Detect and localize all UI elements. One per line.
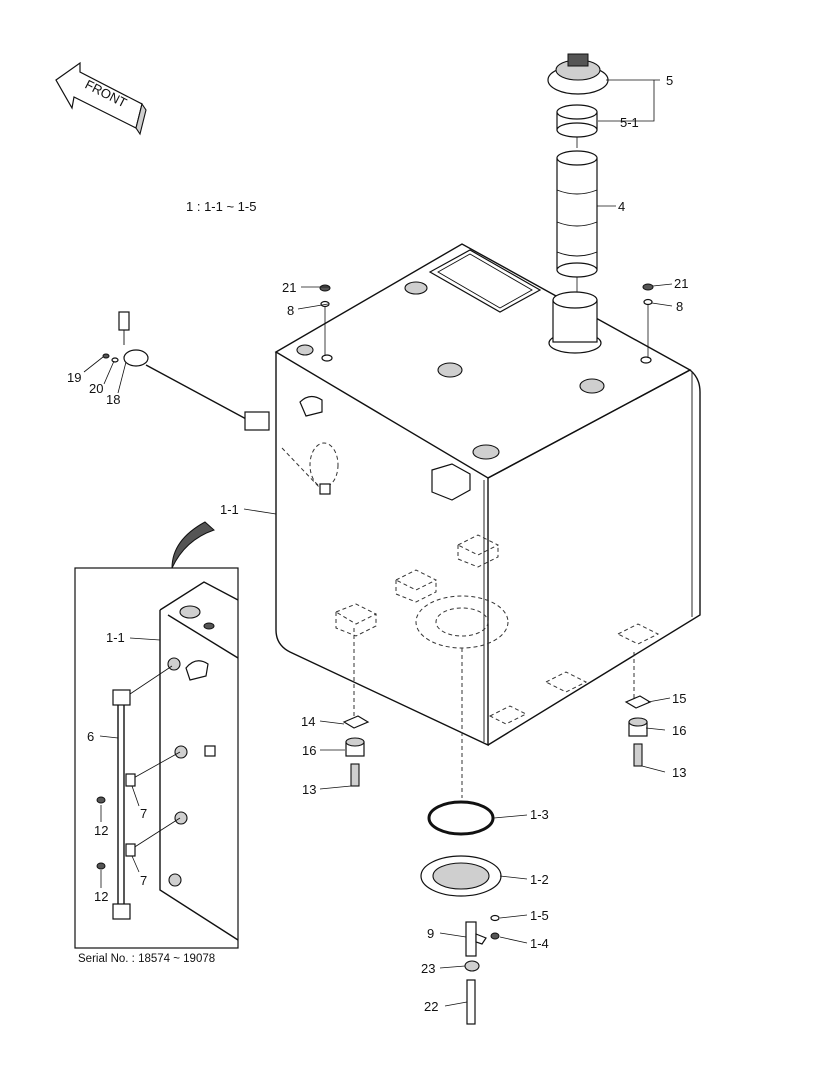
drain-hose-22	[466, 979, 476, 1025]
callout-20: 20	[89, 381, 103, 396]
mount-plate-14	[342, 715, 370, 729]
rubber-mount-16-right	[628, 717, 648, 737]
callout-1-1-inset: 1-1	[106, 630, 125, 645]
callout-12-lower: 12	[94, 889, 108, 904]
range-note: 1 : 1-1 ~ 1-5	[186, 199, 256, 214]
filler-strainer	[556, 150, 598, 278]
front-arrow-icon: FRONT	[55, 61, 147, 136]
fuel-tank-body	[274, 243, 701, 798]
serial-note: Serial No. : 18574 ~ 19078	[78, 953, 215, 965]
rubber-mount-16-left	[345, 737, 365, 757]
callout-19: 19	[67, 370, 81, 385]
callout-21-left: 21	[282, 280, 296, 295]
inset-panel: Serial No. : 18574 ~ 19078	[74, 567, 239, 965]
callout-labels: 5 5-1 4 21 8 21 8 19 20 18 1-1 1-1 6 7 1…	[67, 73, 688, 1014]
bolt-13-left	[350, 763, 360, 787]
fuel-level-sender	[102, 311, 270, 431]
bolt-21-right	[642, 283, 654, 291]
washer-8-right	[643, 298, 653, 306]
o-ring-1-3	[427, 800, 495, 836]
callout-16-left: 16	[302, 743, 316, 758]
washer-8-left	[320, 300, 330, 308]
callout-6: 6	[87, 729, 94, 744]
drain-flange-1-2	[420, 855, 502, 897]
washer-1-5	[490, 914, 500, 922]
callout-1-3: 1-3	[530, 807, 549, 822]
callout-4: 4	[618, 199, 625, 214]
callout-13-right: 13	[672, 765, 686, 780]
mount-plate-15	[624, 695, 652, 709]
leader-lines	[83, 79, 673, 1007]
callout-1-5: 1-5	[530, 908, 549, 923]
callout-7-upper: 7	[140, 806, 147, 821]
bolt-21-left	[319, 284, 331, 292]
callout-1-2: 1-2	[530, 872, 549, 887]
callout-23: 23	[421, 961, 435, 976]
callout-8-left: 8	[287, 303, 294, 318]
callout-16-right: 16	[672, 723, 686, 738]
callout-8-right: 8	[676, 299, 683, 314]
inset-pointer-icon	[171, 521, 215, 569]
callout-22: 22	[424, 999, 438, 1014]
callout-14: 14	[301, 714, 315, 729]
fuel-cap	[547, 53, 609, 95]
bolt-1-4	[490, 932, 500, 940]
callout-12-upper: 12	[94, 823, 108, 838]
drain-valve-9	[465, 921, 487, 957]
callout-15: 15	[672, 691, 686, 706]
callout-18: 18	[106, 392, 120, 407]
callout-1-4: 1-4	[530, 936, 549, 951]
callout-21-right: 21	[674, 276, 688, 291]
callout-5-1: 5-1	[620, 115, 639, 130]
cap-23	[464, 960, 480, 972]
callout-7-lower: 7	[140, 873, 147, 888]
callout-5: 5	[666, 73, 673, 88]
callout-13-left: 13	[302, 782, 316, 797]
callout-1-1-main: 1-1	[220, 502, 239, 517]
bolt-13-right	[633, 743, 643, 767]
callout-9: 9	[427, 926, 434, 941]
cap-adapter	[556, 104, 598, 138]
